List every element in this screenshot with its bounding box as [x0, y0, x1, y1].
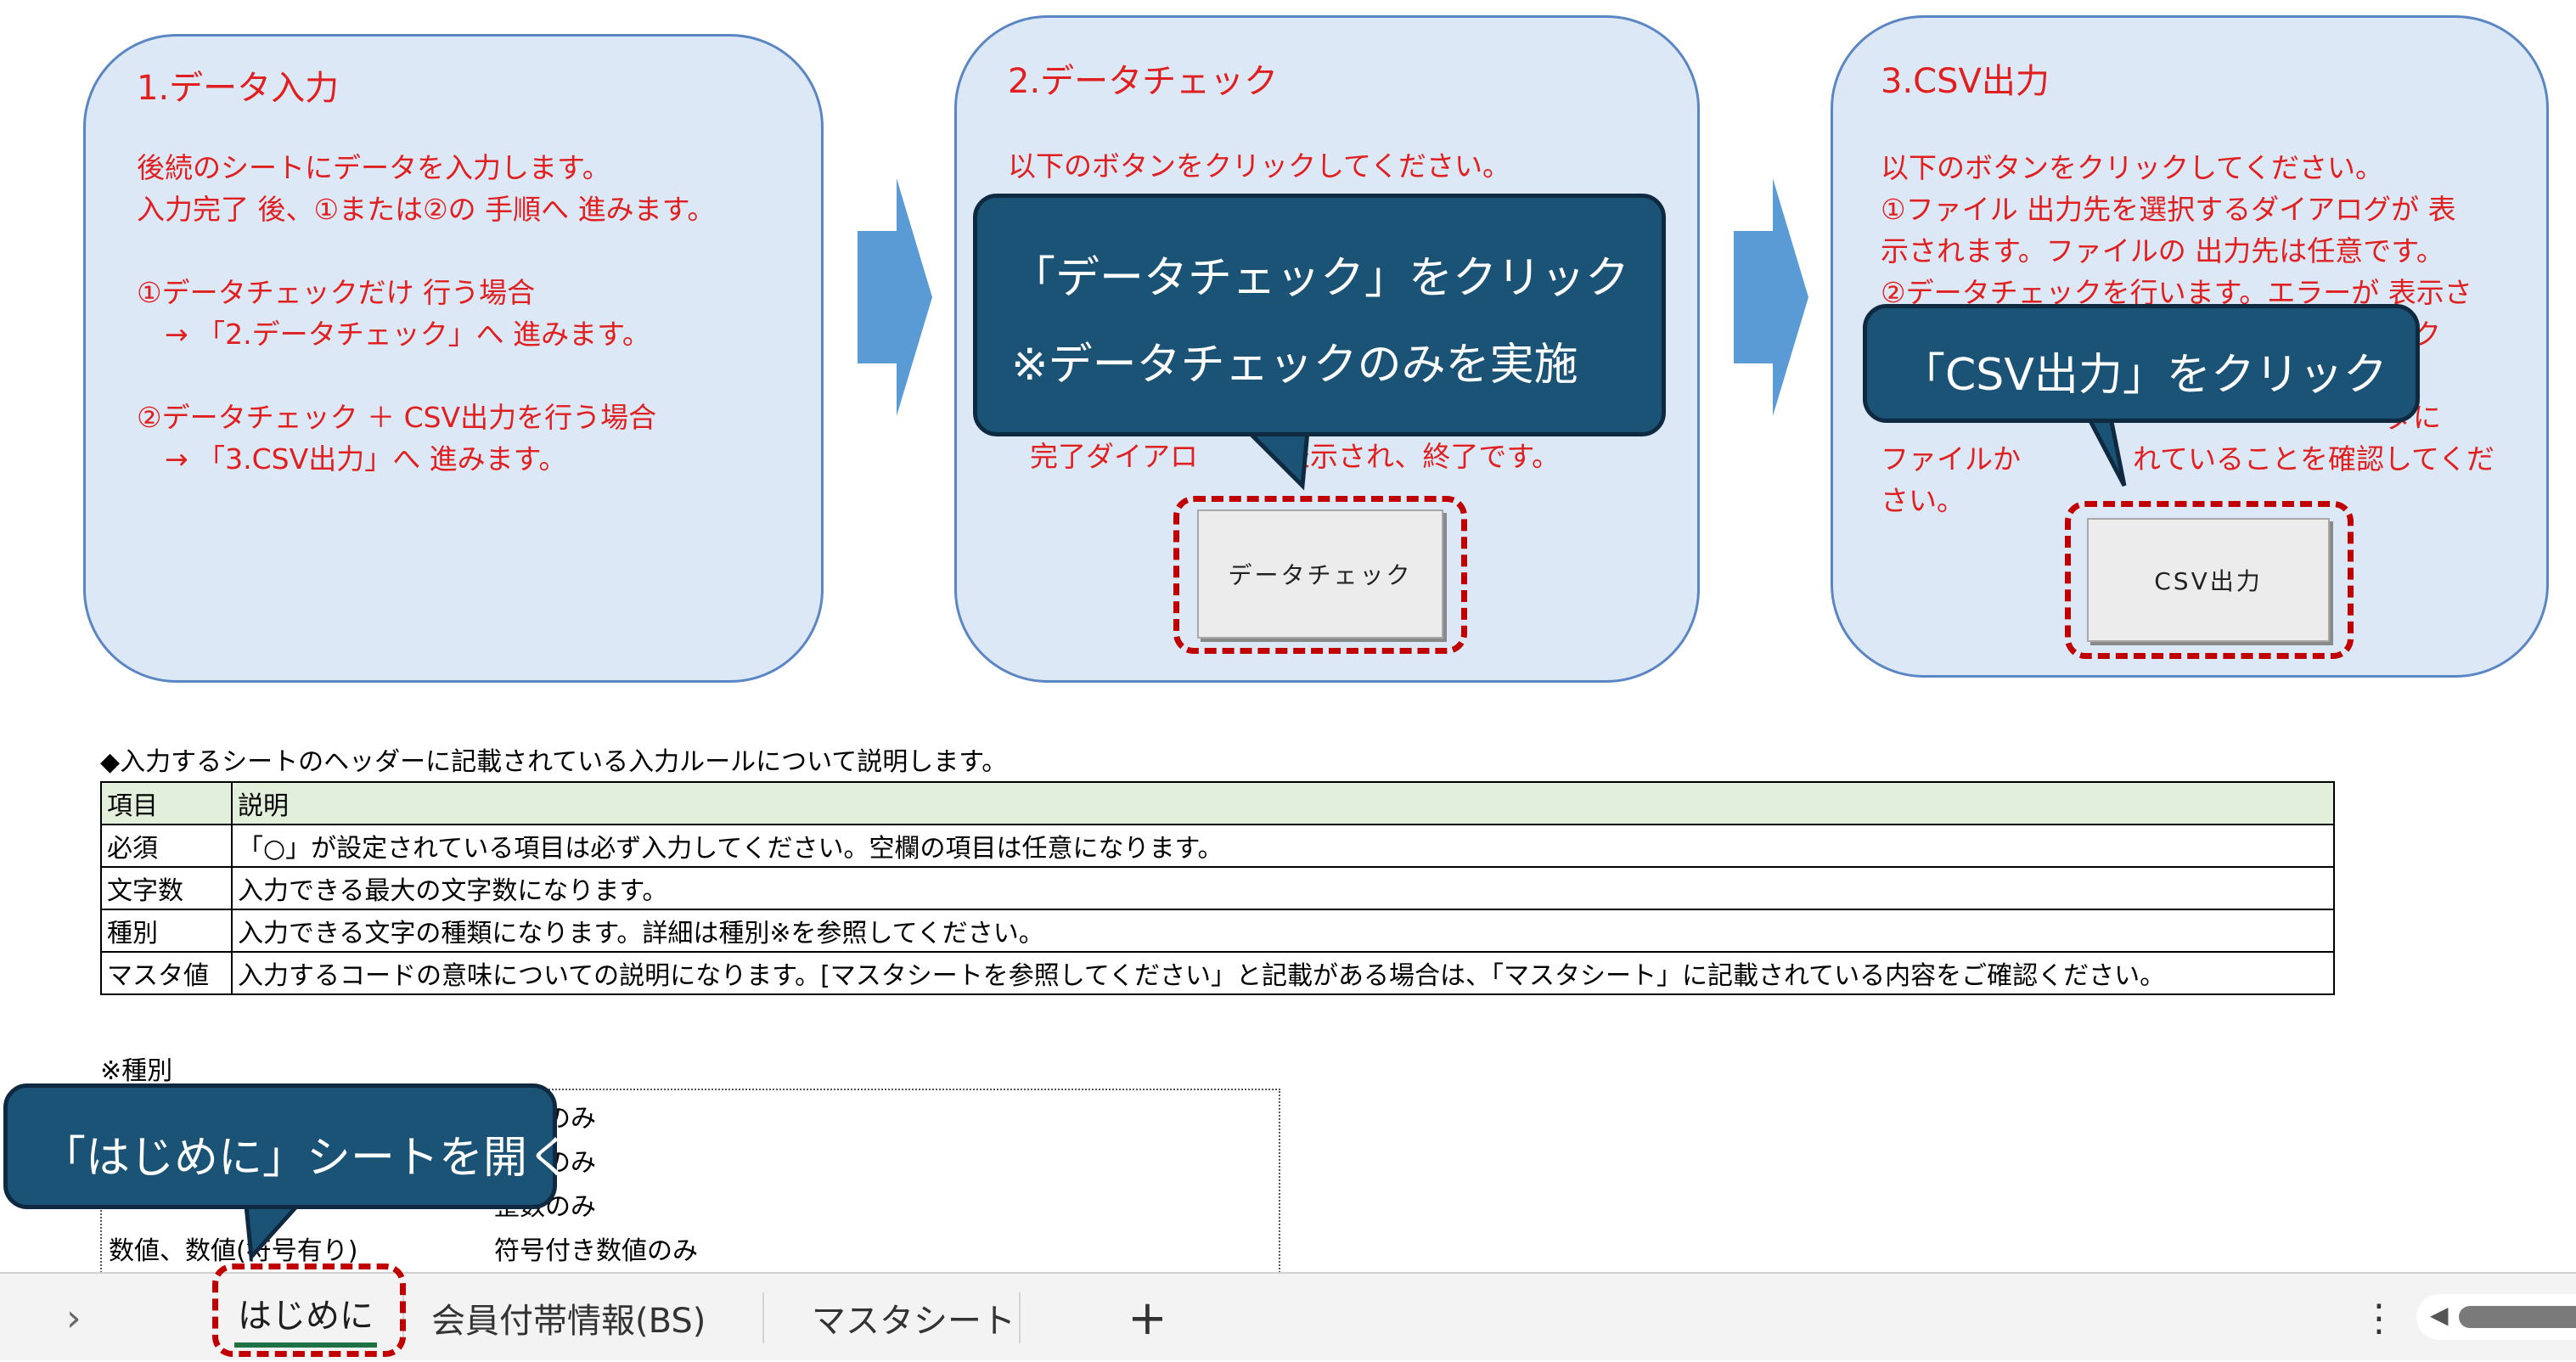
callout-text: 「データチェック」をクリック [1011, 253, 1630, 304]
callout-text: ※データチェックのみを実施 [1011, 340, 1578, 391]
scrollbar-thumb[interactable] [2459, 1306, 2576, 1328]
highlight-data-check-button [1173, 496, 1467, 654]
table-row: マスタ値 入力するコードの意味についての説明になります。[マスタシートを参照して… [100, 951, 2335, 995]
callout-open-sheet: 「はじめに」シートを開く [3, 1083, 571, 1209]
rules-table: 項目 説明 必須 「○」が設定されている項目は必ず入力してください。空欄の項目は… [100, 781, 2335, 995]
type-description: 符号付き数値のみ [494, 1236, 698, 1266]
callout-data-check: 「データチェック」をクリック ※データチェックのみを実施 [973, 194, 1666, 436]
panel-data-input: 1.データ入力 後続のシートにデータを入力します。 入力完了 後、①または②の … [83, 34, 824, 683]
types-caption: ※種別 [100, 1056, 173, 1086]
panel-body-bottom: 完了ダイアロ 表示され、終了です。 [1030, 440, 1561, 473]
panel-title: 3.CSV出力 [1881, 62, 2050, 101]
sheet-tab-member-info[interactable]: 会員付帯情報(BS) [431, 1302, 706, 1341]
highlight-csv-output-button [2065, 501, 2354, 659]
panel-title: 1.データ入力 [137, 69, 340, 108]
table-cell: 入力するコードの意味についての説明になります。[マスタシートを参照してください」… [231, 951, 2335, 995]
panel-body: 以下のボタンをクリックしてください。 [1008, 149, 1511, 183]
sheet-tab-label: はじめに [234, 1288, 377, 1348]
scroll-left-icon[interactable]: ◀ [2430, 1301, 2449, 1329]
table-row: 文字数 入力できる最大の文字数になります。 [100, 866, 2335, 910]
table-cell: マスタ値 [100, 951, 233, 995]
callout-csv-output: 「CSV出力」をクリック [1863, 304, 2420, 423]
table-row: 種別 入力できる文字の種類になります。詳細は種別※を参照してください。 [100, 909, 2335, 953]
sheet-tab-bar: › はじめに 会員付帯情報(BS) マスタシート + ⋮ ◀ [0, 1272, 2576, 1360]
add-sheet-button[interactable]: + [1128, 1290, 1167, 1346]
arrow-right-icon [858, 178, 932, 416]
panel-body: 後続のシートにデータを入力します。 入力完了 後、①または②の 手順へ 進みます… [137, 151, 716, 476]
tab-divider [762, 1292, 764, 1343]
table-row: 必須 「○」が設定されている項目は必ず入力してください。空欄の項目は任意になりま… [100, 824, 2335, 868]
table-cell: 必須 [100, 824, 233, 868]
highlight-sheet-tab [212, 1264, 406, 1357]
table-cell: 「○」が設定されている項目は必ず入力してください。空欄の項目は任意になります。 [231, 824, 2335, 868]
table-cell: 種別 [100, 909, 233, 953]
arrow-right-icon [1734, 178, 1808, 416]
type-name: 数値、数値(符号有り) [109, 1236, 358, 1266]
sheet-tab-hajimeni[interactable]: はじめに [234, 1274, 377, 1362]
table-cell: 入力できる文字の種類になります。詳細は種別※を参照してください。 [231, 909, 2335, 953]
callout-text: 「はじめに」シートを開く [42, 1133, 572, 1184]
table-cell: 入力できる最大の文字数になります。 [231, 866, 2335, 910]
tab-divider [1019, 1292, 1021, 1343]
rules-caption: ◆入力するシートのヘッダーに記載されている入力ルールについて説明します。 [100, 747, 1008, 777]
more-options-icon[interactable]: ⋮ [2360, 1296, 2398, 1340]
callout-text: 「CSV出力」をクリック [1901, 350, 2388, 401]
table-cell: 文字数 [100, 866, 233, 910]
data-check-button[interactable]: データチェック [1197, 509, 1443, 639]
panel-body: 以下のボタンをクリックしてください。 ①ファイル 出力先を選択するダイアログが … [1881, 151, 2495, 517]
sheet-nav-next-icon[interactable]: › [66, 1296, 82, 1340]
table-header-cell: 項目 [100, 781, 233, 825]
table-header-cell: 説明 [231, 781, 2335, 825]
panel-title: 2.データチェック [1008, 62, 1279, 101]
table-header-row: 項目 説明 [100, 781, 2335, 825]
horizontal-scrollbar[interactable]: ◀ [2416, 1294, 2576, 1340]
csv-output-button[interactable]: CSV出力 [2087, 518, 2330, 642]
sheet-tab-master[interactable]: マスタシート [812, 1302, 1015, 1341]
